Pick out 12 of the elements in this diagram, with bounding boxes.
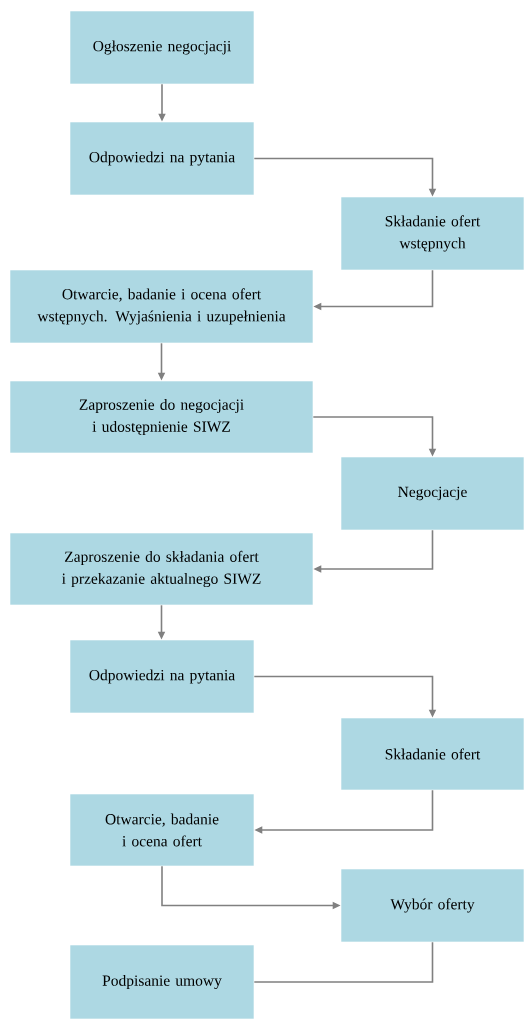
process-box: Ogłoszenie negocjacji — [69, 10, 255, 85]
process-box: Składanie ofert wstępnych — [340, 196, 525, 271]
process-box: Składanie ofert — [340, 717, 525, 791]
process-box: Odpowiedzi na pytania — [69, 121, 255, 196]
process-box: Wybór oferty — [340, 868, 525, 943]
process-box: Odpowiedzi na pytania — [69, 639, 255, 714]
process-box: Otwarcie, badanie i ocena ofert — [69, 793, 255, 867]
process-box: Negocjacje — [340, 456, 525, 531]
process-box: Otwarcie, badanie i ocena ofert wstępnych. Wyjaśnienia i uzupełnienia — [9, 269, 314, 344]
process-box: Zaproszenie do negocjacji i udostępnienie SIWZ — [9, 380, 314, 454]
process-box: Podpisanie umowy — [69, 944, 255, 1019]
process-box: Zaproszenie do składania ofert i przekazanie aktualnego SIWZ — [9, 532, 314, 606]
